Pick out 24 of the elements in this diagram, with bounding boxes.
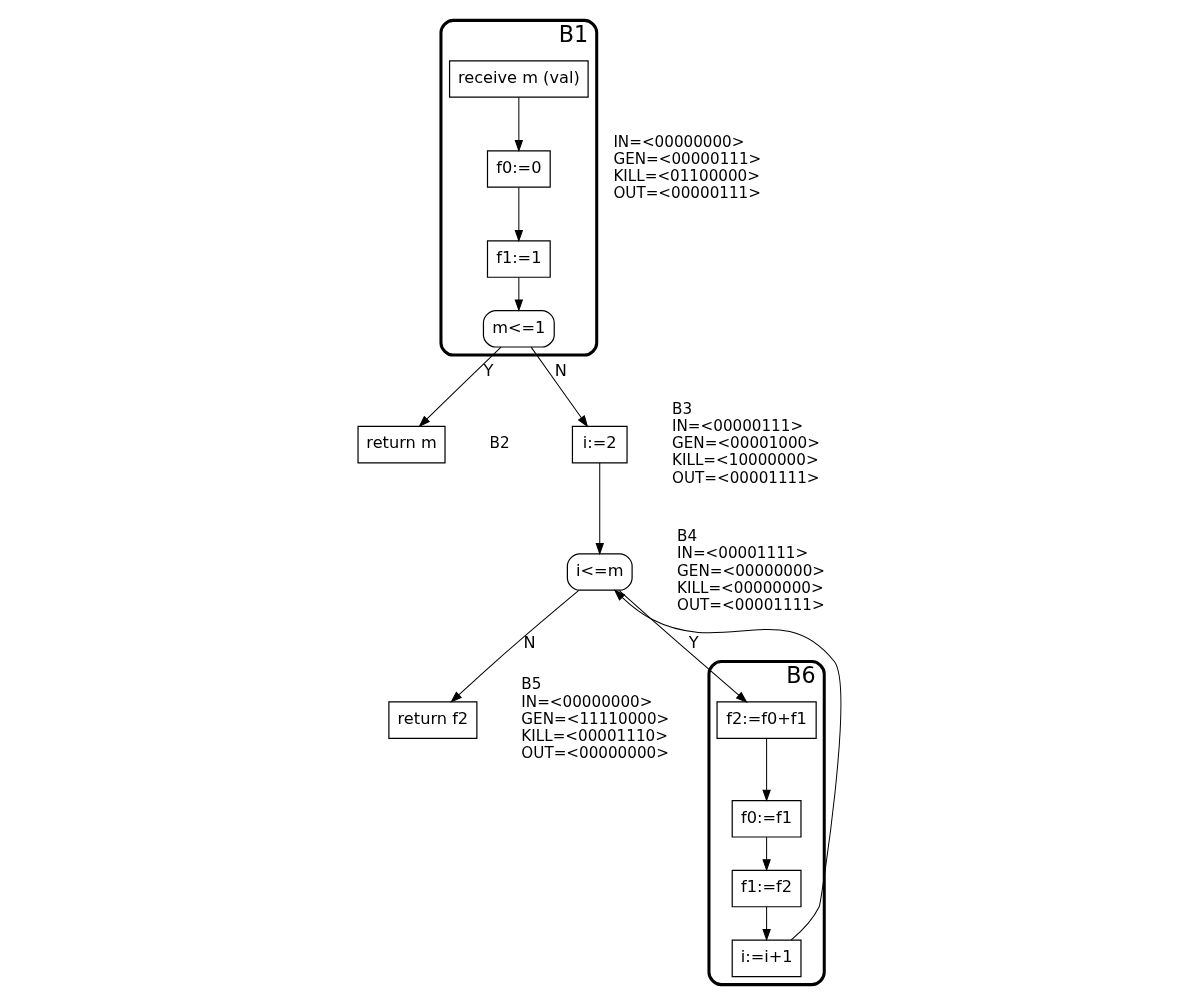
node-label: B4 xyxy=(676,527,697,546)
node-label: GEN=<00000111> xyxy=(612,149,761,168)
node-label: KILL=<01100000> xyxy=(612,167,760,186)
node-label: GEN=<00000000> xyxy=(676,561,825,580)
node-label: OUT=<00000111> xyxy=(612,184,761,203)
node-label: IN=<00000111> xyxy=(671,416,803,435)
node-label: OUT=<00000000> xyxy=(520,744,669,763)
edge-label: Y xyxy=(483,361,493,381)
node-label: OUT=<00001111> xyxy=(671,468,820,487)
node-label: B3 xyxy=(671,399,692,418)
node-label: OUT=<00001111> xyxy=(676,595,825,614)
node-label: GEN=<00001000> xyxy=(671,434,820,453)
edge-label: Y xyxy=(688,633,699,653)
edge-label: N xyxy=(554,361,567,381)
node-label: KILL=<00000000> xyxy=(676,578,824,597)
node-label: B2 xyxy=(489,434,510,453)
node-label: IN=<00000000> xyxy=(520,692,652,711)
node-label: GEN=<11110000> xyxy=(520,709,669,728)
node-label: B5 xyxy=(520,675,541,694)
node-label: IN=<00000000> xyxy=(612,132,744,151)
node-label: KILL=<00001110> xyxy=(520,726,668,745)
node-label: IN=<00001111> xyxy=(676,544,808,563)
node-label: KILL=<10000000> xyxy=(671,451,819,470)
edge-label: N xyxy=(522,633,536,653)
